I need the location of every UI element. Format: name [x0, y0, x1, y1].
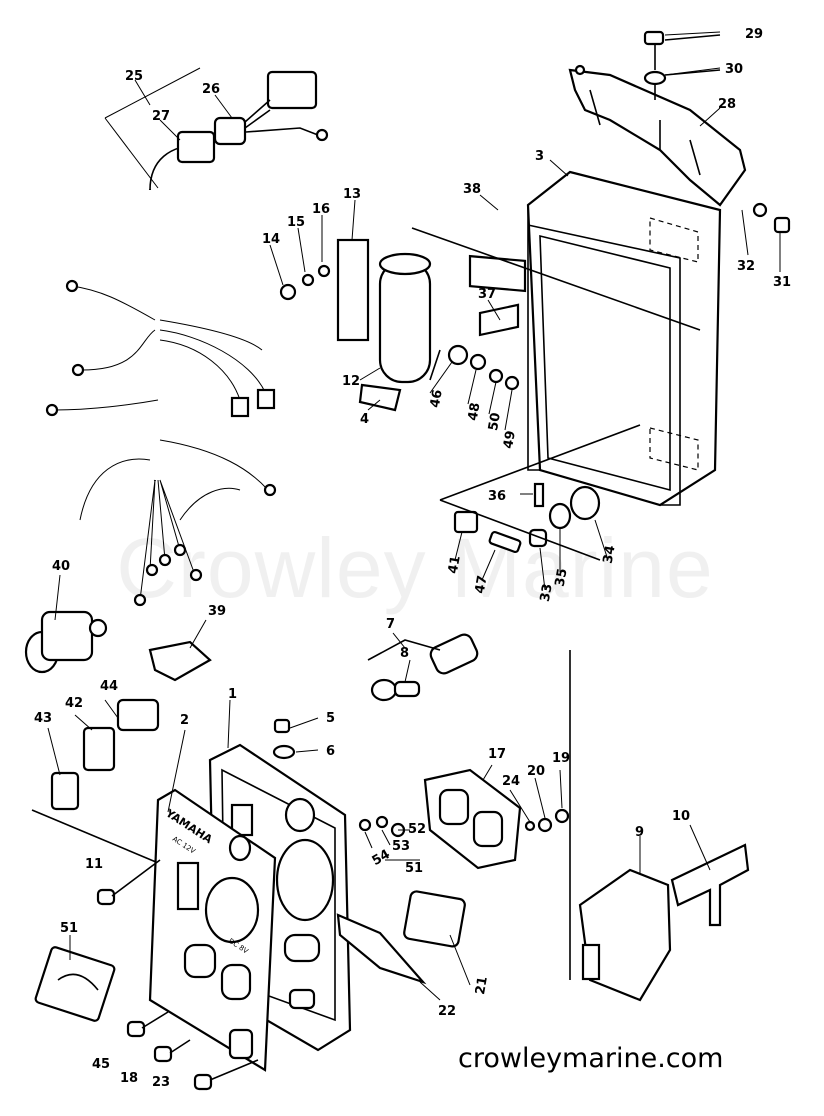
dc-breaker	[578, 843, 750, 1002]
label-18: 18	[120, 1071, 138, 1086]
label-6: 6	[326, 744, 335, 759]
label-43: 43	[34, 711, 52, 726]
label-53: 53	[392, 839, 410, 854]
label-4: 4	[360, 412, 369, 427]
label-11: 11	[85, 857, 103, 872]
label-39: 39	[208, 604, 226, 619]
part-labels: 29 30 25 26 28 27 3 38 13 16 15 14 32 31…	[34, 27, 791, 1090]
pilot-lamp	[367, 633, 571, 980]
wire-harness	[45, 70, 329, 607]
label-12: 12	[342, 374, 360, 389]
label-44: 44	[100, 679, 118, 694]
label-20: 20	[527, 764, 545, 779]
label-10: 10	[672, 809, 690, 824]
label-19: 19	[552, 751, 570, 766]
label-35: 35	[553, 567, 571, 587]
label-22: 22	[438, 1004, 456, 1019]
hardware	[439, 202, 791, 561]
label-17: 17	[488, 747, 506, 762]
ac-meter	[34, 946, 116, 1022]
label-36: 36	[488, 489, 506, 504]
label-49: 49	[501, 430, 519, 450]
ignition-switch	[24, 610, 212, 682]
label-54: 54	[370, 847, 393, 869]
label-25: 25	[125, 69, 143, 84]
label-16: 16	[312, 202, 330, 217]
label-3: 3	[535, 149, 544, 164]
leader-lines	[47, 31, 781, 1001]
capacitor	[279, 227, 701, 412]
label-28: 28	[718, 97, 736, 112]
ac-receptacle	[358, 768, 570, 870]
label-14: 14	[262, 232, 280, 247]
label-5: 5	[326, 711, 335, 726]
breaker-switch	[31, 698, 176, 871]
label-1: 1	[228, 687, 237, 702]
electrical-box	[468, 170, 722, 507]
label-46: 46	[428, 389, 446, 409]
label-51-meter: 51	[60, 921, 78, 936]
label-48: 48	[466, 402, 484, 422]
label-2: 2	[180, 713, 189, 728]
site-url[interactable]: crowleymarine.com	[458, 1043, 724, 1074]
label-21: 21	[473, 975, 491, 995]
label-52: 52	[408, 822, 426, 837]
label-27: 27	[152, 109, 170, 124]
label-8: 8	[400, 646, 409, 661]
label-7: 7	[386, 617, 395, 632]
label-51-leader: 51	[405, 861, 423, 876]
label-9: 9	[635, 825, 644, 840]
label-31: 31	[773, 275, 791, 290]
label-24: 24	[502, 774, 520, 789]
label-13: 13	[343, 187, 361, 202]
label-41: 41	[446, 555, 464, 575]
label-32: 32	[737, 259, 755, 274]
socket	[336, 890, 466, 985]
label-38: 38	[463, 182, 481, 197]
label-45: 45	[92, 1057, 110, 1072]
label-50: 50	[486, 412, 504, 432]
label-26: 26	[202, 82, 220, 97]
label-29: 29	[745, 27, 763, 42]
label-33: 33	[538, 583, 556, 603]
label-34: 34	[601, 544, 619, 564]
screws	[96, 718, 296, 1091]
control-panel-front: YAMAHA AC 12V DC 8V	[148, 788, 277, 1072]
label-23: 23	[152, 1075, 170, 1090]
mounting-bracket	[568, 30, 747, 207]
label-42: 42	[65, 696, 83, 711]
label-47: 47	[473, 574, 491, 594]
label-37: 37	[478, 287, 496, 302]
label-40: 40	[52, 559, 70, 574]
label-15: 15	[287, 215, 305, 230]
label-30: 30	[725, 62, 743, 77]
